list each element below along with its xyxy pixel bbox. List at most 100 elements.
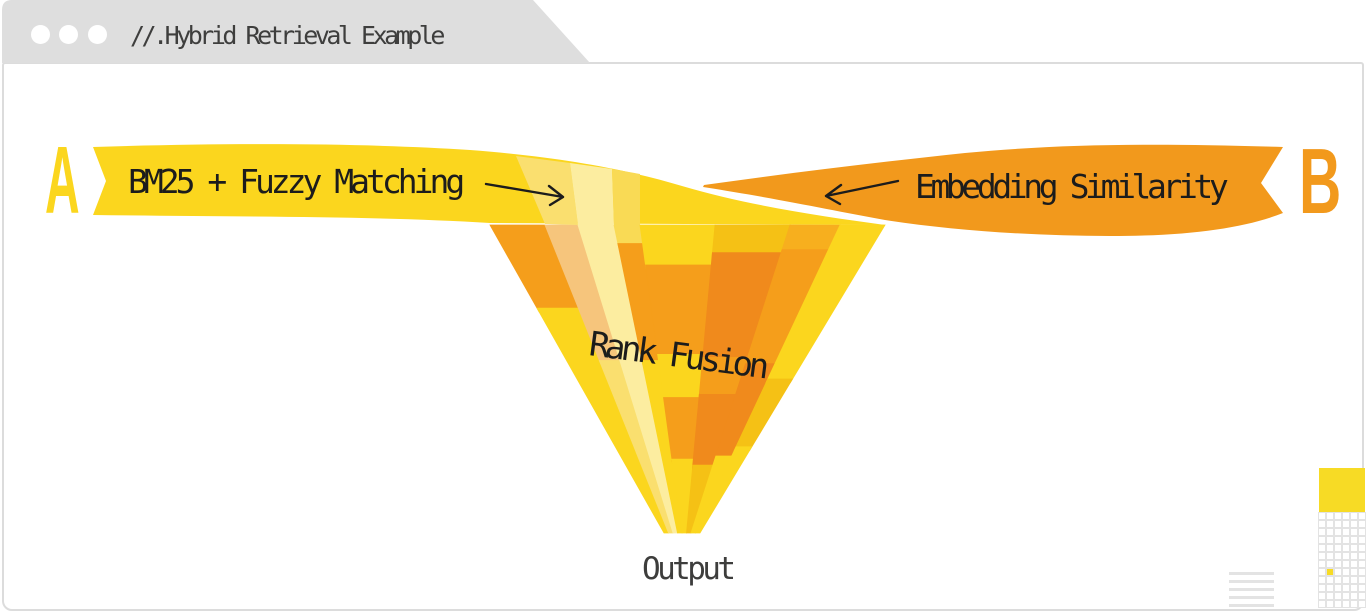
source-b-label: Embedding Similarity [915, 167, 1228, 206]
decor-yellow-square [1319, 468, 1365, 512]
decor-grid-cell [1359, 521, 1365, 527]
output-label: Output [642, 551, 733, 587]
decor-grid-cell [1351, 569, 1357, 575]
ribbon-a-sheen [612, 169, 640, 225]
decor-grid-cell [1343, 529, 1349, 535]
decor-grid-cell [1319, 561, 1325, 567]
decor-grid-cell [1359, 569, 1365, 575]
decor-grid-cell [1335, 529, 1341, 535]
decor-grid-cell [1359, 529, 1365, 535]
decor-grid-cell [1343, 561, 1349, 567]
decor-grid-cell [1327, 593, 1333, 599]
window-dot [31, 25, 50, 44]
ribbon-a-sheen [570, 163, 614, 225]
decor-grid-cell [1351, 513, 1357, 519]
window-tab: //.Hybrid Retrieval Example [2, 0, 590, 63]
arrow-right-icon [484, 182, 565, 207]
decor-grid-cell [1351, 521, 1357, 527]
decor-grid-cell [1327, 577, 1333, 583]
decor-grid-cell [1319, 537, 1325, 543]
decor-grid-cell [1335, 593, 1341, 599]
decor-grid-cell [1335, 585, 1341, 591]
decor-grid-cell [1335, 513, 1341, 519]
decor-grid-cell [1351, 561, 1357, 567]
decor-grid-cell [1319, 521, 1325, 527]
decor-grid-cell [1343, 537, 1349, 543]
funnel-cell [639, 224, 716, 270]
decor-grid-cell [1327, 529, 1333, 535]
decor-grid-cell [1319, 569, 1325, 575]
decor-grid-cell [1359, 585, 1365, 591]
decor-grid-cell [1359, 553, 1365, 559]
decor-line [1229, 580, 1274, 583]
decor-grid-cell [1359, 593, 1365, 599]
funnel-cell [694, 446, 753, 534]
decor-grid-cell [1359, 537, 1365, 543]
decor-grid-cell [1327, 521, 1333, 527]
decor-grid-cell [1335, 577, 1341, 583]
decor-line [1229, 572, 1274, 575]
decor-grid-cell [1343, 569, 1349, 575]
decor-grid-cell [1319, 593, 1325, 599]
decor-line [1229, 596, 1274, 599]
decor-grid-cell [1351, 593, 1357, 599]
decor-grid-cell [1343, 553, 1349, 559]
window-title: //.Hybrid Retrieval Example [130, 21, 442, 50]
decor-grid-cell [1359, 577, 1365, 583]
decor-grid-cell [1319, 601, 1325, 607]
source-a-letter: A [45, 127, 80, 235]
decor-grid-cell [1335, 561, 1341, 567]
decor-grid-cell [1327, 513, 1333, 519]
decor-grid-cell [1351, 577, 1357, 583]
decor-grid-cell [1359, 601, 1365, 607]
decor-grid-cell [1351, 601, 1357, 607]
decor-grid-cell [1327, 545, 1333, 551]
decor-grid-cell [1319, 553, 1325, 559]
decor-grid-cell [1351, 545, 1357, 551]
decor-grid-cell [1359, 513, 1365, 519]
arrow-left-icon [824, 179, 900, 206]
decor-grid-cell [1343, 593, 1349, 599]
decor-grid-cell [1343, 521, 1349, 527]
decor-grid-cell [1335, 521, 1341, 527]
decor-grid-cell [1319, 529, 1325, 535]
decor-grid-cell [1319, 545, 1325, 551]
window-dot [59, 25, 78, 44]
decor-line [1229, 604, 1274, 607]
decor-grid-cell [1335, 601, 1341, 607]
decor-grid-cell [1327, 601, 1333, 607]
funnel-cell [711, 224, 791, 257]
source-b-letter: B [1299, 130, 1341, 233]
decor-pixel-grid [1318, 512, 1366, 608]
decor-grid-cell [1319, 577, 1325, 583]
decor-grid-cell [1327, 553, 1333, 559]
decor-grid-cell [1327, 585, 1333, 591]
decor-grid-cell [1327, 561, 1333, 567]
decor-grid-cell [1335, 545, 1341, 551]
decor-text-lines [1229, 572, 1274, 612]
decor-grid-cell [1343, 601, 1349, 607]
decor-grid-cell [1351, 585, 1357, 591]
decor-grid-cell [1343, 585, 1349, 591]
decor-grid-cell [1335, 553, 1341, 559]
decor-grid-cell [1351, 529, 1357, 535]
rank-fusion-funnel [489, 224, 886, 534]
decor-grid-cell [1319, 585, 1325, 591]
source-a-label: BM25 + Fuzzy Matching [128, 162, 462, 201]
decor-grid-cell [1343, 545, 1349, 551]
decor-grid-cell [1343, 513, 1349, 519]
window-dot [88, 25, 107, 44]
decor-grid-cell [1327, 537, 1333, 543]
decor-grid-cell [1359, 561, 1365, 567]
decor-grid-cell [1351, 553, 1357, 559]
ribbon-b [703, 144, 1283, 236]
decor-grid-cell [1359, 545, 1365, 551]
decor-grid-highlight-cell [1327, 569, 1333, 575]
decor-line [1229, 588, 1274, 591]
ribbon-a-sheen [516, 156, 578, 225]
decor-grid-cell [1343, 577, 1349, 583]
decor-grid-cell [1335, 569, 1341, 575]
decor-grid-cell [1319, 513, 1325, 519]
